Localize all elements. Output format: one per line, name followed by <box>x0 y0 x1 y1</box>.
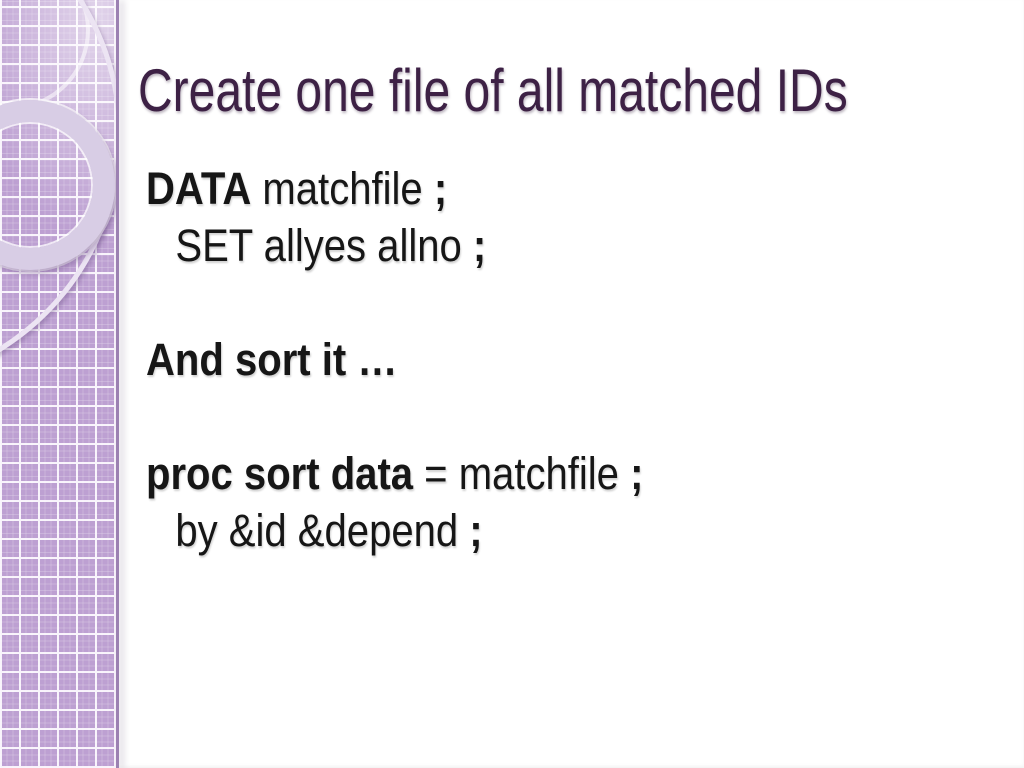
blank-line <box>146 388 1018 445</box>
text-segment: SET allyes allno <box>175 220 473 271</box>
text-segment: ; <box>433 163 448 214</box>
body-text-line: DATA matchfile ; <box>146 160 1018 217</box>
text-segment: ; <box>469 505 483 556</box>
slide-title: Create one file of all matched IDs <box>138 57 848 124</box>
decorative-sidebar <box>0 0 116 768</box>
blank-line <box>146 274 1018 331</box>
text-segment: ; <box>472 220 487 271</box>
text-segment: by &id &depend <box>175 505 470 556</box>
sidebar-edge-line <box>116 0 119 768</box>
body-text-line: proc sort data = matchfile ; <box>146 445 1018 502</box>
text-segment: matchfile <box>251 163 434 214</box>
text-segment: = matchfile <box>413 448 631 499</box>
body-text-line: SET allyes allno ; <box>146 217 1018 274</box>
text-segment: DATA <box>146 163 252 214</box>
body-text-line: by &id &depend ; <box>146 502 1018 559</box>
text-segment: ; <box>630 448 644 499</box>
text-segment: proc sort data <box>146 448 414 499</box>
body-text-line: And sort it … <box>146 331 1018 388</box>
text-segment: And sort it … <box>146 334 398 385</box>
slide-body: DATA matchfile ;SET allyes allno ; And s… <box>146 160 1018 559</box>
